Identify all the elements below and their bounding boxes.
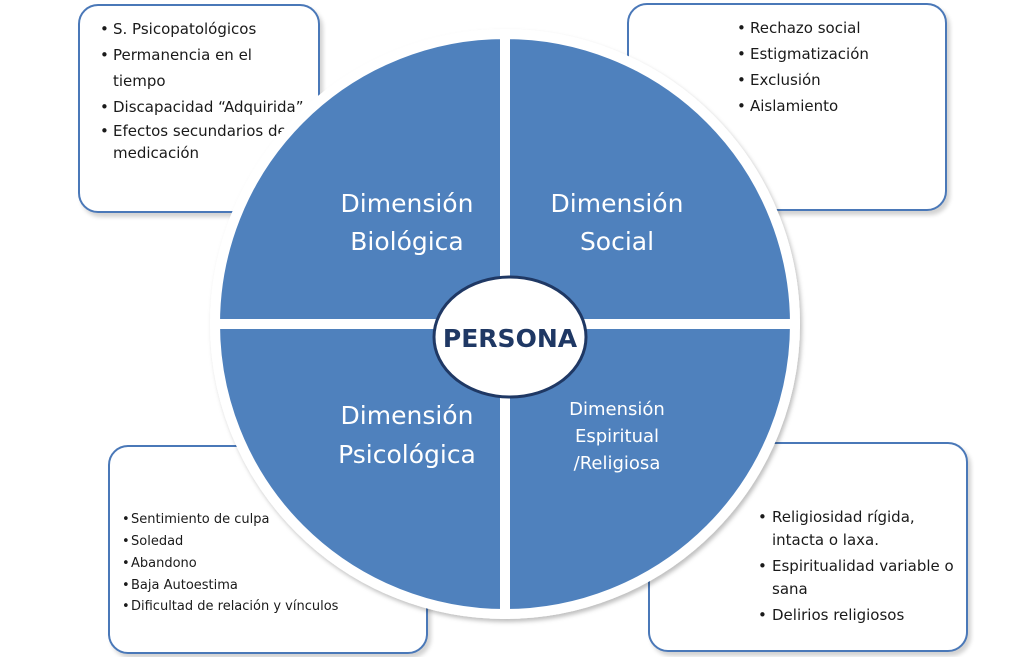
list-item: Efectos secundarios de la medicación xyxy=(100,120,306,164)
quadrant-espiritual-label-line1: Dimensión xyxy=(569,399,665,420)
center-ellipse xyxy=(432,275,588,399)
quadrant-social xyxy=(500,28,801,329)
quadrant-espiritual-label-line2: Espiritual xyxy=(575,426,659,447)
biologica-notes-list: S. Psicopatológicos Permanencia en el ti… xyxy=(100,16,306,164)
social-notes-list: Rechazo social Estigmatización Exclusión… xyxy=(737,15,933,119)
biologica-notes-box: S. Psicopatológicos Permanencia en el ti… xyxy=(78,4,320,213)
list-item: Delirios religiosos xyxy=(758,604,956,627)
list-item: Soledad xyxy=(122,531,418,553)
list-item: Dificultad de relación y vínculos xyxy=(122,597,418,617)
quadrant-biologica-label-line2: Biológica xyxy=(350,227,464,256)
quadrant-social-label-line1: Dimensión xyxy=(551,189,684,218)
center-label: PERSONA xyxy=(443,324,578,353)
list-item: Permanencia en el tiempo xyxy=(100,42,306,94)
list-item: Baja Autoestima xyxy=(122,575,418,597)
quadrant-biologica xyxy=(209,28,510,329)
list-item: Rechazo social xyxy=(737,15,933,41)
list-item: Espiritualidad variable o sana xyxy=(758,555,956,601)
quadrant-psicologica xyxy=(209,319,510,620)
quadrant-psicologica-label-line1: Dimensión xyxy=(341,401,474,430)
quadrant-espiritual-label-line3: /Religiosa xyxy=(574,453,661,474)
espiritual-notes-box: Religiosidad rígida, intacta o laxa. Esp… xyxy=(648,442,968,652)
list-item: Religiosidad rígida, intacta o laxa. xyxy=(758,506,956,552)
psicologica-notes-list: Sentimiento de culpa Soledad Abandono Ba… xyxy=(122,509,418,617)
quadrant-social-label-line2: Social xyxy=(580,227,654,256)
quadrant-biologica-label-line1: Dimensión xyxy=(341,189,474,218)
quadrant-espiritual xyxy=(500,319,801,620)
list-item: Aislamiento xyxy=(737,93,933,119)
quadrant-psicologica-label-line2: Psicológica xyxy=(338,440,476,469)
list-item: Abandono xyxy=(122,553,418,575)
list-item: Discapacidad “Adquirida” xyxy=(100,94,306,120)
list-item: Sentimiento de culpa xyxy=(122,509,418,531)
list-item: Estigmatización xyxy=(737,41,933,67)
list-item: S. Psicopatológicos xyxy=(100,16,306,42)
list-item: Exclusión xyxy=(737,67,933,93)
espiritual-notes-list: Religiosidad rígida, intacta o laxa. Esp… xyxy=(758,506,956,627)
